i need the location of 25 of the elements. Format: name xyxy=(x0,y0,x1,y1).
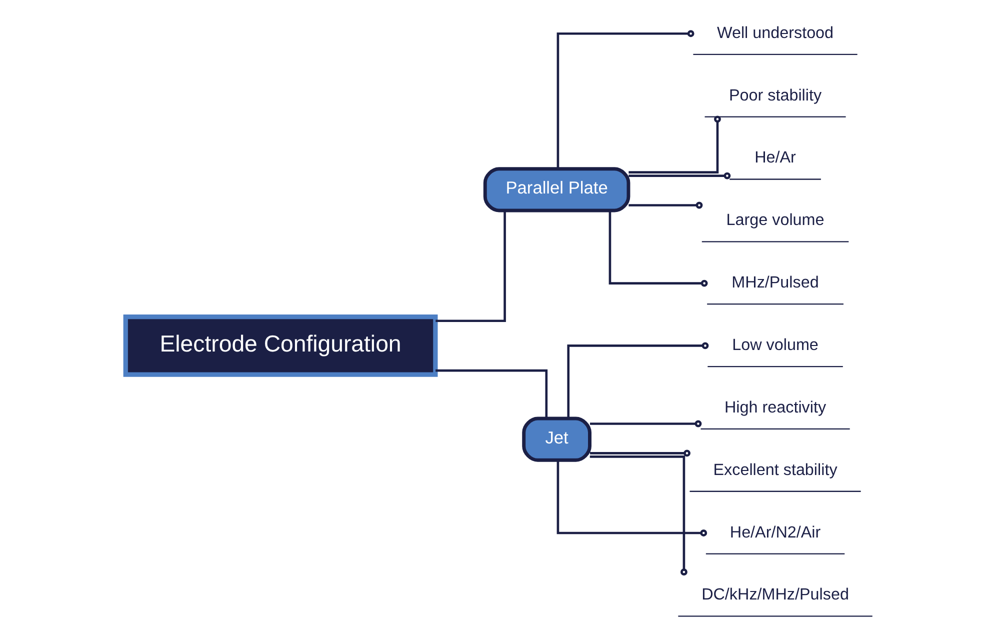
node-text: MHz/Pulsed xyxy=(731,274,818,292)
node-text: Large volume xyxy=(726,211,824,230)
node-text: He/Ar xyxy=(754,148,796,167)
node-box: Jet xyxy=(522,416,591,462)
connector xyxy=(556,460,707,536)
connector xyxy=(589,450,690,457)
connector xyxy=(608,210,708,287)
node-text: DC/kHz/MHz/Pulsed xyxy=(701,586,848,604)
connector xyxy=(589,420,702,428)
connector xyxy=(628,116,720,174)
connector xyxy=(628,202,702,209)
connector xyxy=(628,172,730,180)
node-box: Electrode Configuration xyxy=(122,314,438,377)
connector xyxy=(589,456,687,576)
connector xyxy=(435,210,506,322)
connector xyxy=(435,369,548,418)
node-text: Well understood xyxy=(716,24,834,42)
connector xyxy=(566,342,708,418)
node-text: Excellent stability xyxy=(712,460,837,479)
node-text: High reactivity xyxy=(724,398,826,416)
node-text: He/Ar/N2/Air xyxy=(729,523,820,542)
node-box: Parallel Plate xyxy=(482,167,630,212)
node-text: Low volume xyxy=(732,336,818,354)
node-text: Poor stability xyxy=(728,86,822,104)
connector xyxy=(556,30,694,169)
